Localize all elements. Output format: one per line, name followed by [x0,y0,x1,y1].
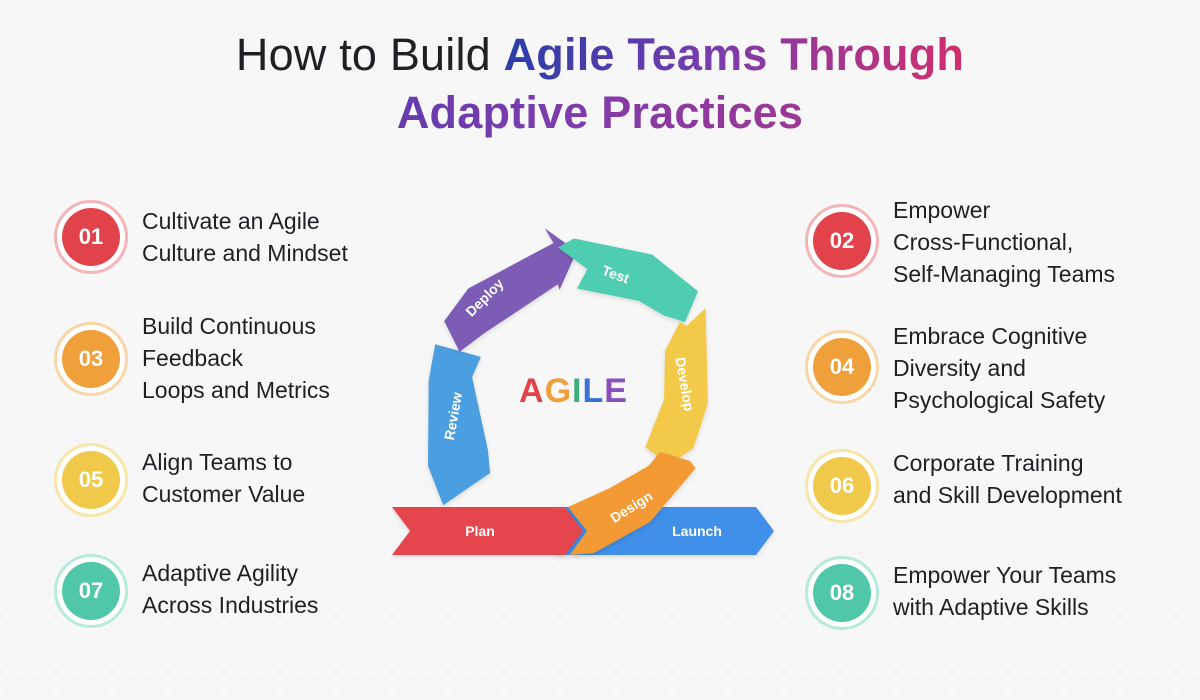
item-text-02: Empower Cross-Functional, Self-Managing … [893,194,1115,290]
badge-number: 03 [62,330,120,388]
item-text-06: Corporate Training and Skill Development [893,447,1122,511]
item-line: Across Industries [142,592,319,618]
item-line: Diversity and [893,355,1026,381]
badge-number: 05 [62,451,120,509]
item-line: Embrace Cognitive [893,323,1088,349]
item-line: Build Continuous [142,313,316,339]
agile-letter: I [572,372,583,410]
review-arrow [428,319,491,506]
badge-04: 04 [805,330,879,404]
item-line: Feedback [142,345,244,371]
design-arrow [568,452,696,555]
center-agile-word: AGILE [519,372,627,411]
item-text-07: Adaptive Agility Across Industries [142,557,318,621]
agile-cycle-diagram: Deploy Test Develop Design Review Plan L… [392,228,774,555]
badge-08: 08 [805,556,879,630]
agile-letter: A [519,372,545,410]
item-line: Culture and Mindset [142,240,348,266]
develop-arrow [645,308,708,465]
badge-number: 01 [62,208,120,266]
item-line: Empower [893,197,991,223]
badge-number: 04 [813,338,871,396]
badge-number: 06 [813,457,871,515]
deploy-arrow [444,228,577,352]
badge-01: 01 [54,200,128,274]
item-text-05: Align Teams to Customer Value [142,446,305,510]
agile-letter: G [544,372,573,410]
item-text-08: Empower Your Teams with Adaptive Skills [893,559,1116,623]
item-line: Empower Your Teams [893,562,1117,588]
item-line: Customer Value [142,481,306,507]
badge-02: 02 [805,204,879,278]
agile-letter: E [604,372,628,410]
item-text-04: Embrace Cognitive Diversity and Psycholo… [893,320,1105,416]
item-line: Cross-Functional, [893,229,1074,255]
item-line: Self-Managing Teams [893,261,1116,287]
badge-number: 08 [813,564,871,622]
item-line: with Adaptive Skills [893,594,1089,620]
launch-label: Launch [672,523,722,539]
item-text-03: Build Continuous Feedback Loops and Metr… [142,310,330,406]
badge-number: 07 [62,562,120,620]
item-line: Align Teams to [142,449,293,475]
item-line: Adaptive Agility [142,560,298,586]
test-arrow [558,238,698,323]
badge-03: 03 [54,322,128,396]
plan-arrow [392,507,583,555]
title-highlight-1: Agile Teams Through [503,29,965,80]
page-title: How to Build Agile Teams Through Adaptiv… [0,26,1200,142]
badge-number: 02 [813,212,871,270]
title-plain: How to Build [235,29,504,80]
agile-letter: L [582,372,605,410]
item-line: Psychological Safety [893,387,1106,413]
plan-label: Plan [465,523,495,539]
badge-06: 06 [805,449,879,523]
item-line: Corporate Training [893,450,1084,476]
item-line: Loops and Metrics [142,377,330,403]
item-line: and Skill Development [893,482,1122,508]
title-highlight-2: Adaptive Practices [0,84,1200,142]
item-line: Cultivate an Agile [142,208,320,234]
item-text-01: Cultivate an Agile Culture and Mindset [142,205,348,269]
title-line-1: How to Build Agile Teams Through [0,26,1200,84]
badge-07: 07 [54,554,128,628]
badge-05: 05 [54,443,128,517]
